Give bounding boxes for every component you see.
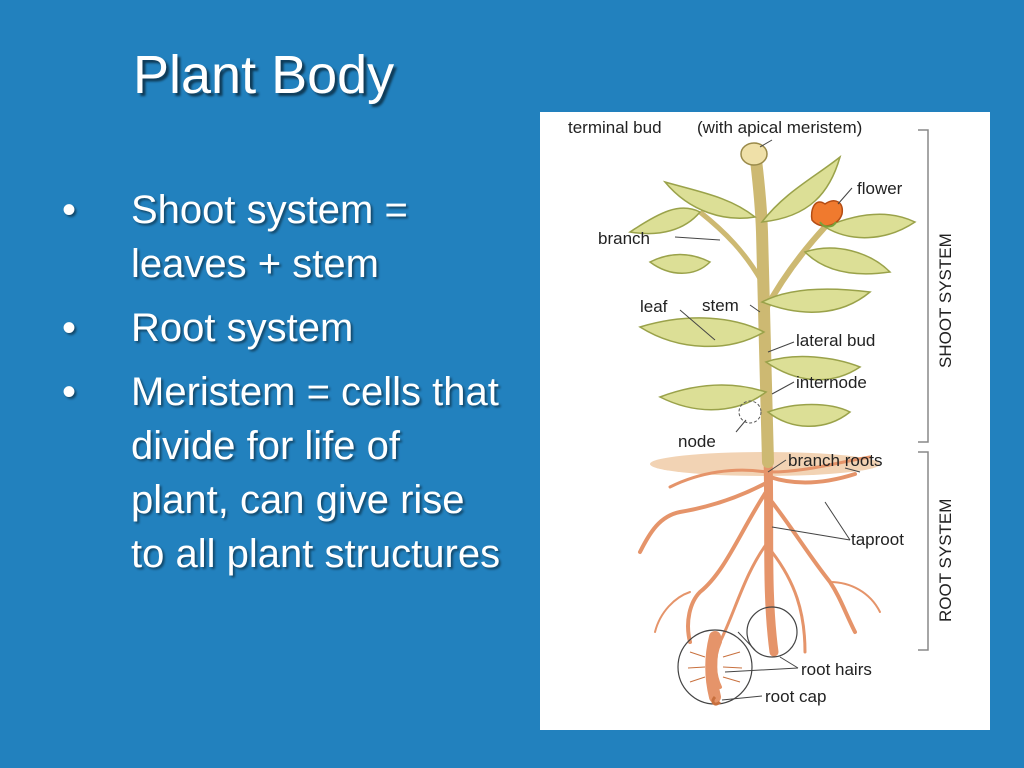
bullet-item: • Shoot system = leaves + stem — [62, 183, 502, 291]
label-root-system: ROOT SYSTEM — [936, 499, 955, 622]
label-terminal-bud: terminal bud — [568, 118, 662, 137]
leaves — [628, 154, 917, 427]
bullet-text: Meristem = cells that divide for life of… — [131, 370, 501, 576]
bullet-marker: • — [62, 306, 77, 350]
label-leaf: leaf — [640, 297, 668, 316]
terminal-bud — [740, 142, 768, 166]
root-tip-circle — [746, 606, 798, 658]
magnified-root — [705, 631, 721, 703]
label-root-cap: root cap — [765, 687, 826, 706]
leader-lines — [674, 139, 861, 701]
bullet-list: • Shoot system = leaves + stem • Root sy… — [62, 183, 502, 591]
bullet-item: • Meristem = cells that divide for life … — [62, 365, 502, 581]
label-node: node — [678, 432, 716, 451]
plant-diagram: terminal bud (with apical meristem) flow… — [540, 112, 990, 730]
bullet-item: • Root system — [62, 301, 502, 355]
system-brackets — [918, 129, 929, 651]
label-shoot-system: SHOOT SYSTEM — [936, 233, 955, 368]
bullet-text: Shoot system = leaves + stem — [131, 188, 408, 286]
label-branch-roots: branch roots — [788, 451, 883, 470]
root-hairs-lines — [687, 651, 743, 683]
label-stem: stem — [702, 296, 739, 315]
bullet-marker: • — [62, 188, 77, 232]
main-stem — [750, 154, 774, 468]
plant-illustration: terminal bud (with apical meristem) flow… — [568, 118, 955, 706]
left-branch-stem — [698, 210, 765, 284]
label-internode: internode — [796, 373, 867, 392]
magnified-root-cap — [711, 695, 722, 706]
slide-title: Plant Body — [133, 45, 395, 105]
roots — [638, 452, 881, 689]
label-root-hairs: root hairs — [801, 660, 872, 679]
label-apical-meristem: (with apical meristem) — [697, 118, 862, 137]
bullet-text: Root system — [131, 306, 354, 350]
bullet-marker: • — [62, 370, 77, 414]
label-flower: flower — [857, 179, 903, 198]
label-taproot: taproot — [851, 530, 904, 549]
node-circle — [738, 400, 762, 424]
flower-illustration — [810, 200, 844, 228]
label-lateral-bud: lateral bud — [796, 331, 875, 350]
label-branch: branch — [598, 229, 650, 248]
